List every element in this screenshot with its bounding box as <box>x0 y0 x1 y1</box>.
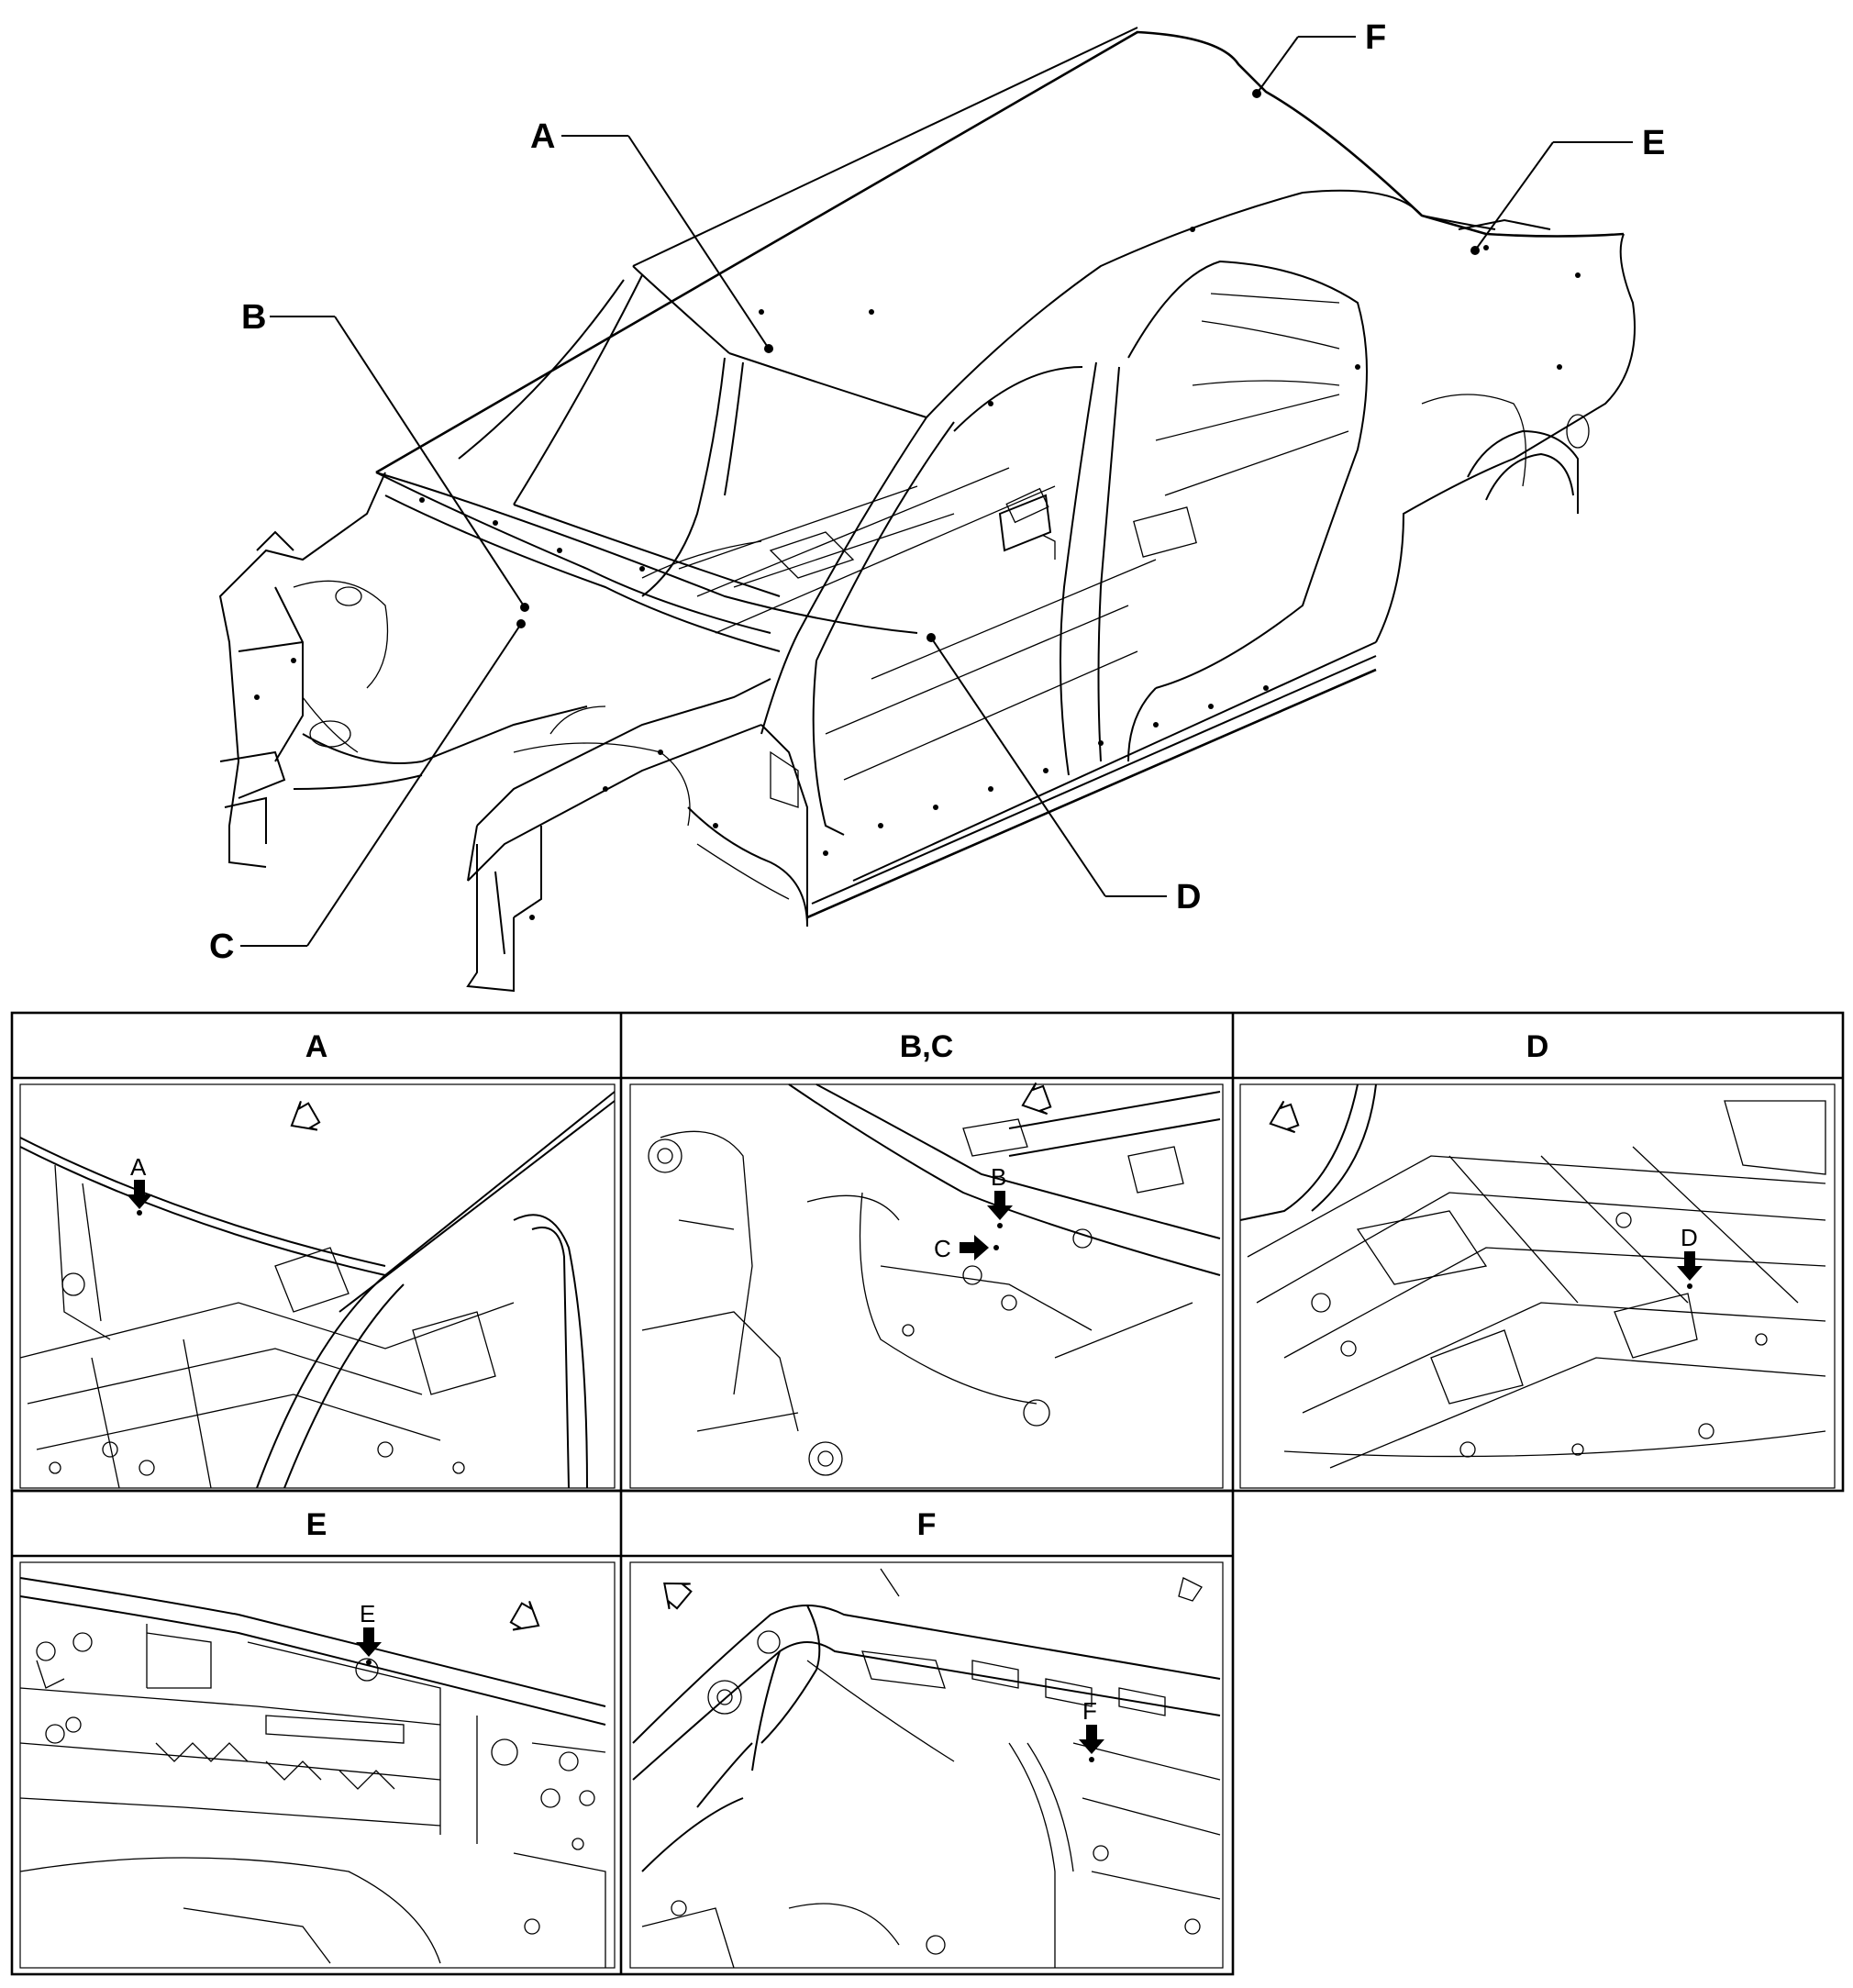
panel-e-image: E <box>19 1561 616 1969</box>
callout-b-label: B <box>241 298 266 337</box>
panel-e-title: E <box>306 1507 327 1542</box>
measurement-point-e-arrow-icon <box>356 1627 382 1657</box>
panel-bc-title: B,C <box>900 1029 954 1064</box>
measurement-point-arrow-icon <box>127 1180 152 1209</box>
front-direction-arrow-icon <box>282 1097 324 1141</box>
panel-f-image: F <box>629 1561 1224 1969</box>
car-body-overview <box>218 27 1636 993</box>
panel-d-image: D <box>1239 1083 1836 1489</box>
panel-bc-point-c-label: C <box>934 1235 951 1262</box>
panel-a-image: A <box>19 1083 616 1489</box>
measurement-point-c-arrow-icon <box>960 1235 989 1261</box>
panel-d-point-label: D <box>1681 1224 1698 1251</box>
panel-bc-point-b-label: B <box>991 1163 1006 1191</box>
measurement-point-d-arrow-icon <box>1677 1251 1703 1281</box>
front-direction-arrow-icon-f <box>652 1570 696 1614</box>
point-d-dot <box>926 633 936 642</box>
panel-bc-image: B C <box>629 1080 1224 1489</box>
overview-callouts: A B C D E F <box>209 18 1665 966</box>
panel-a-title: A <box>305 1029 328 1064</box>
point-b-dot <box>520 603 529 612</box>
callout-d-label: D <box>1176 878 1201 916</box>
point-a-dot <box>764 344 773 353</box>
front-direction-arrow-icon-bc <box>1015 1080 1054 1122</box>
panel-e-point-label: E <box>360 1600 375 1627</box>
panel-d-title: D <box>1526 1029 1549 1064</box>
callout-c-label: C <box>209 927 234 966</box>
detail-grid <box>10 1011 1845 1976</box>
front-direction-arrow-icon-d <box>1263 1098 1302 1140</box>
callout-e-label: E <box>1642 124 1665 162</box>
point-f-dot <box>1252 89 1261 98</box>
callout-f-label: F <box>1365 18 1386 57</box>
panel-f-point-label: F <box>1082 1697 1097 1725</box>
callout-a-label: A <box>530 117 555 156</box>
point-c-dot <box>516 619 526 628</box>
measurement-point-b-arrow-icon <box>987 1191 1013 1220</box>
panel-a-point-label: A <box>130 1153 147 1181</box>
panel-f-title: F <box>917 1507 937 1542</box>
point-e-dot <box>1470 246 1480 255</box>
front-direction-arrow-icon-e <box>506 1597 549 1641</box>
